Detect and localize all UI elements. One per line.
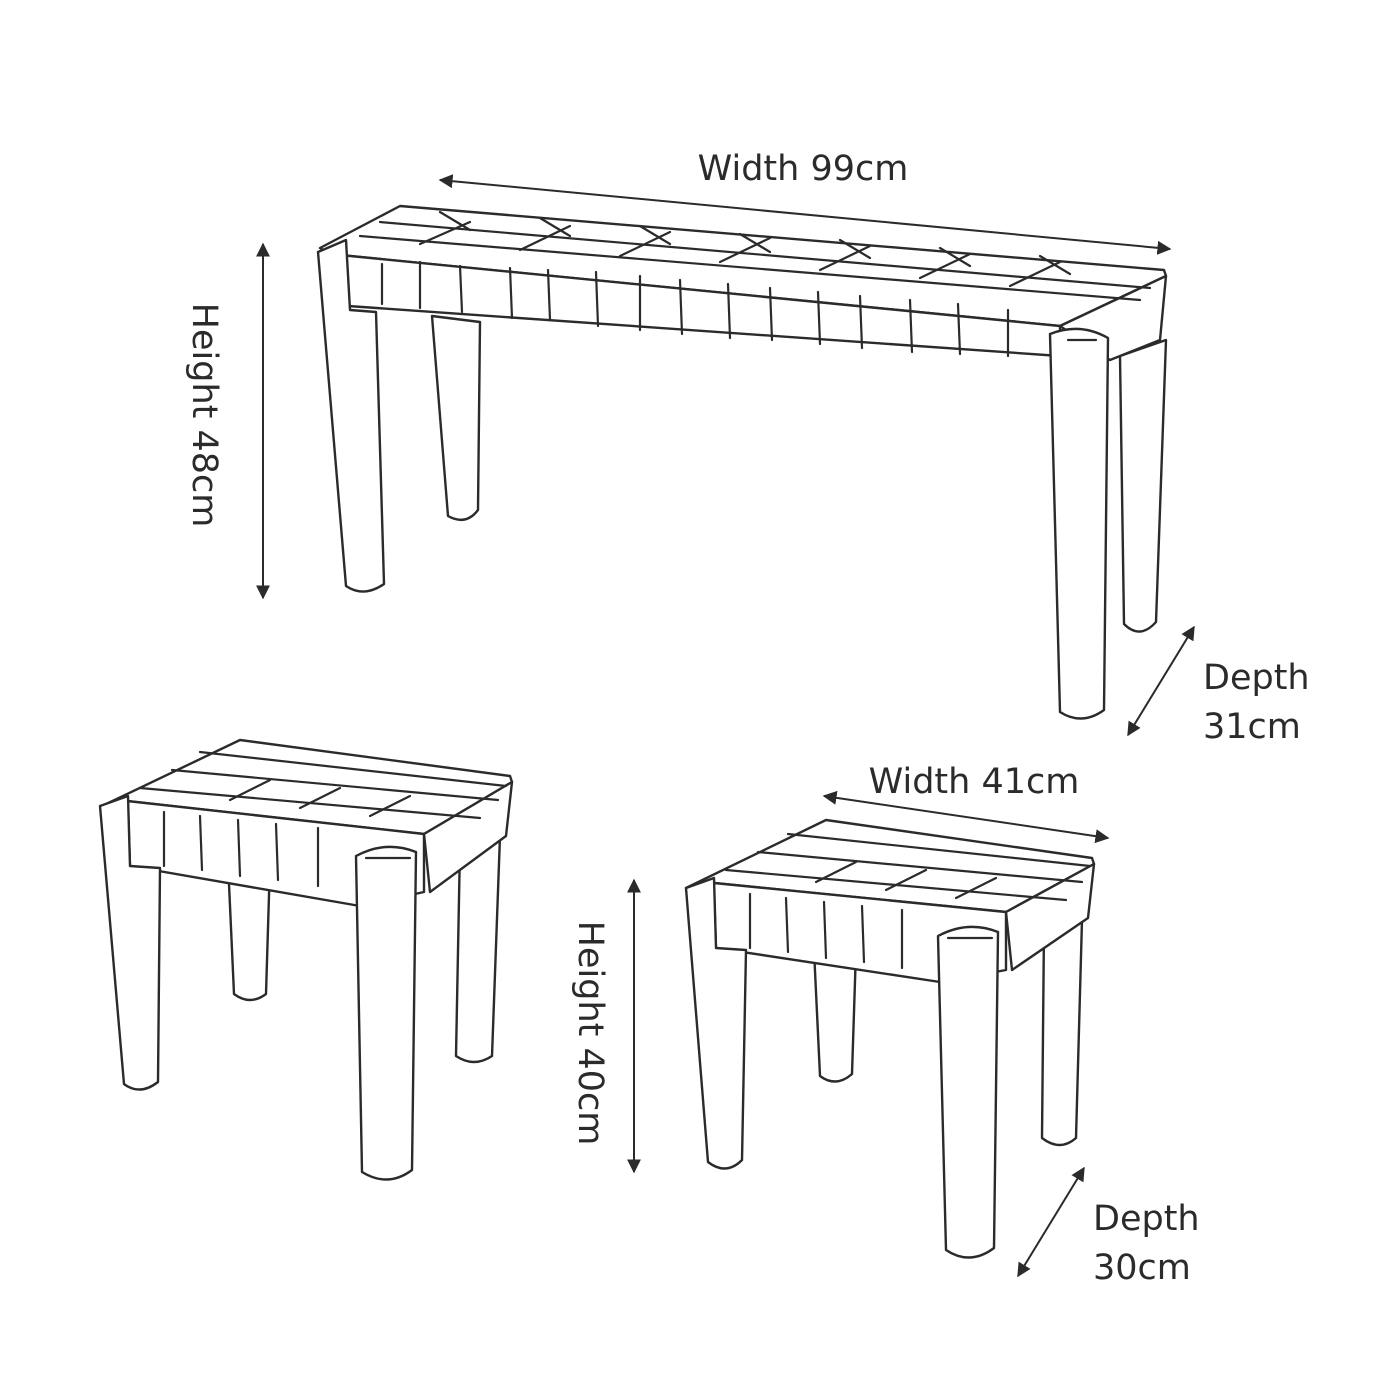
bench-depth-arrow [1127,625,1195,737]
bench-back-left-leg [430,314,482,522]
stool-left-back-right-leg [454,834,502,1064]
stool-right-front-left-leg [684,876,748,1170]
stool-depth-label-line2: 30cm [1093,1248,1191,1288]
stool-right-back-right-leg [1040,918,1084,1147]
bench-front-left-leg [316,238,386,593]
bench-front-right-leg [1048,327,1110,720]
bench-width-label: Width 99cm [698,149,909,189]
stool-width-label: Width 41cm [869,762,1080,802]
stool-left-front-right-leg [354,845,418,1181]
stool-right-weave [724,832,1092,970]
stool-right-front-right-leg [936,925,1000,1259]
stool-depth-arrow [1017,1166,1085,1278]
stool-width-arrow [822,790,1110,844]
stool-left-back-left-leg [226,860,272,1002]
bench-height-label: Height 48cm [184,303,224,528]
bench-depth-label-line2: 31cm [1203,707,1301,747]
stool-right-back-left-leg [812,948,858,1083]
bench-depth-label-line1: Depth [1203,658,1310,698]
stool-left-front-left-leg [98,794,162,1091]
stool-height-label: Height 40cm [570,921,610,1146]
bench-back-right-leg [1118,338,1168,633]
bench-illustration [316,204,1168,720]
stool-left-illustration [98,738,514,1181]
stool-right-illustration [684,818,1096,1259]
stool-depth-label-line1: Depth [1093,1199,1200,1239]
stool-left-weave [138,750,508,888]
bench-width-arrow [438,174,1172,255]
